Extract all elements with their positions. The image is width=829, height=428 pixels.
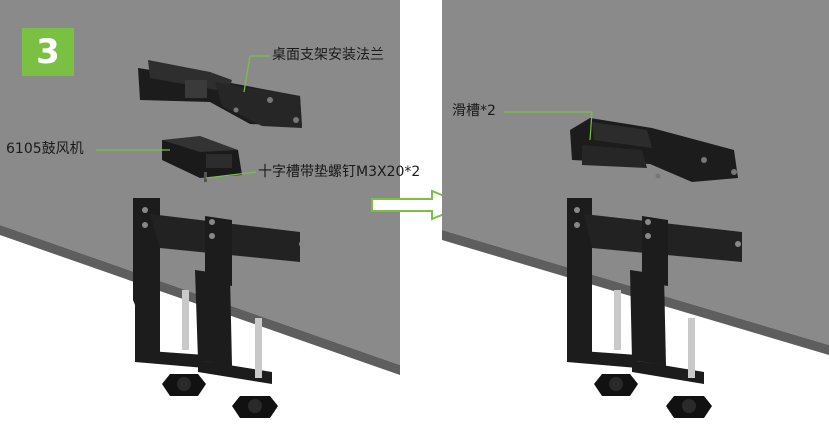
exploded-view-illustration	[0, 0, 400, 418]
step-number-badge: 3	[22, 28, 74, 76]
callout-fan-label: 6105鼓风机	[6, 141, 84, 157]
clamp-front	[195, 216, 305, 418]
leader-lines	[504, 111, 593, 141]
assembled-flange-with-fan	[570, 118, 738, 182]
assembled-view-illustration	[442, 0, 829, 418]
exploded-view-panel: 3 桌面支架安装法兰 6105鼓风机 十字槽带垫螺钉M3X20*2	[0, 0, 420, 428]
callout-flange-label: 桌面支架安装法兰	[272, 47, 384, 63]
assembled-view-panel: 滑槽*2	[442, 0, 829, 428]
clamp-front	[630, 216, 741, 418]
callout-screw-label: 十字槽带垫螺钉M3X20*2	[258, 164, 421, 180]
blower-fan	[162, 136, 242, 182]
desk-surface	[0, 0, 400, 365]
flange-bracket	[138, 60, 302, 128]
callout-slot-label: 滑槽*2	[452, 103, 496, 119]
leader-lines	[96, 55, 270, 179]
